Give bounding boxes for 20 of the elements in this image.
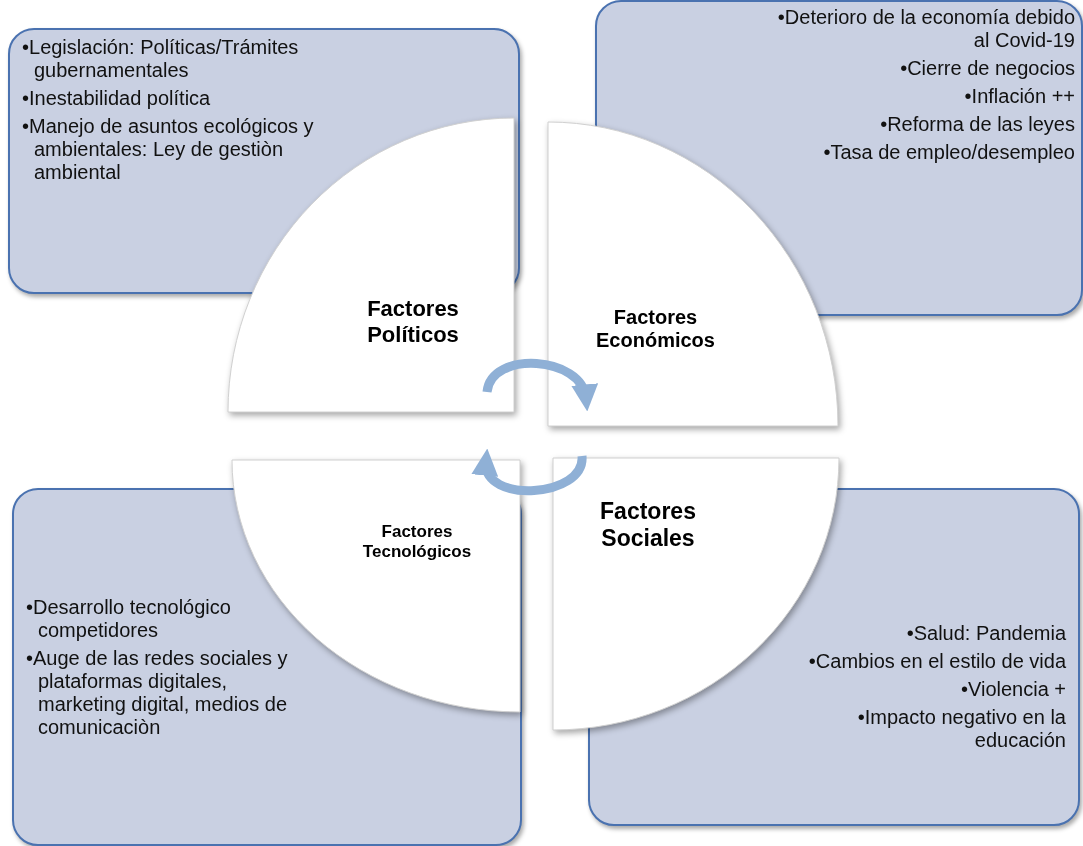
- bullet-item: •Deterioro de la economía debido al Covid-19: [776, 6, 1075, 52]
- bullet-item: •Cierre de negocios: [899, 57, 1075, 80]
- bullet-item: •Violencia +: [959, 678, 1066, 701]
- bullet-item: •Inflación ++: [963, 85, 1075, 108]
- bullet-item: •Reforma de las leyes: [879, 113, 1075, 136]
- quadrant-title: Factores Políticos: [366, 296, 460, 348]
- quadrant-title: Factores Económicos: [595, 306, 716, 352]
- bullet-item: •Manejo de asuntos ecológicos y ambientales: Ley de gestiòn ambiental: [22, 115, 315, 184]
- quadrant-title: Factores Sociales: [599, 498, 697, 552]
- curved-arrow: [482, 359, 596, 411]
- quadrant-title: Factores Tecnológicos: [361, 522, 473, 562]
- bullet-item: •Impacto negativo en la educación: [856, 706, 1066, 752]
- bullet-item: •Salud: Pandemia: [905, 622, 1066, 645]
- bullet-item: •Desarrollo tecnológico competidores: [26, 596, 232, 642]
- bullet-item: •Legislación: Políticas/Trámites gubernamentales: [22, 36, 300, 82]
- bullet-item: •Tasa de empleo/desempleo: [822, 141, 1075, 164]
- curved-arrow: [474, 448, 587, 495]
- bullet-item: •Inestabilidad política: [22, 87, 212, 110]
- bullet-item: •Cambios en el estilo de vida: [807, 650, 1066, 673]
- bullet-item: •Auge de las redes sociales y plataformas digitales, marketing digital, medios de comunicaciòn: [26, 647, 289, 739]
